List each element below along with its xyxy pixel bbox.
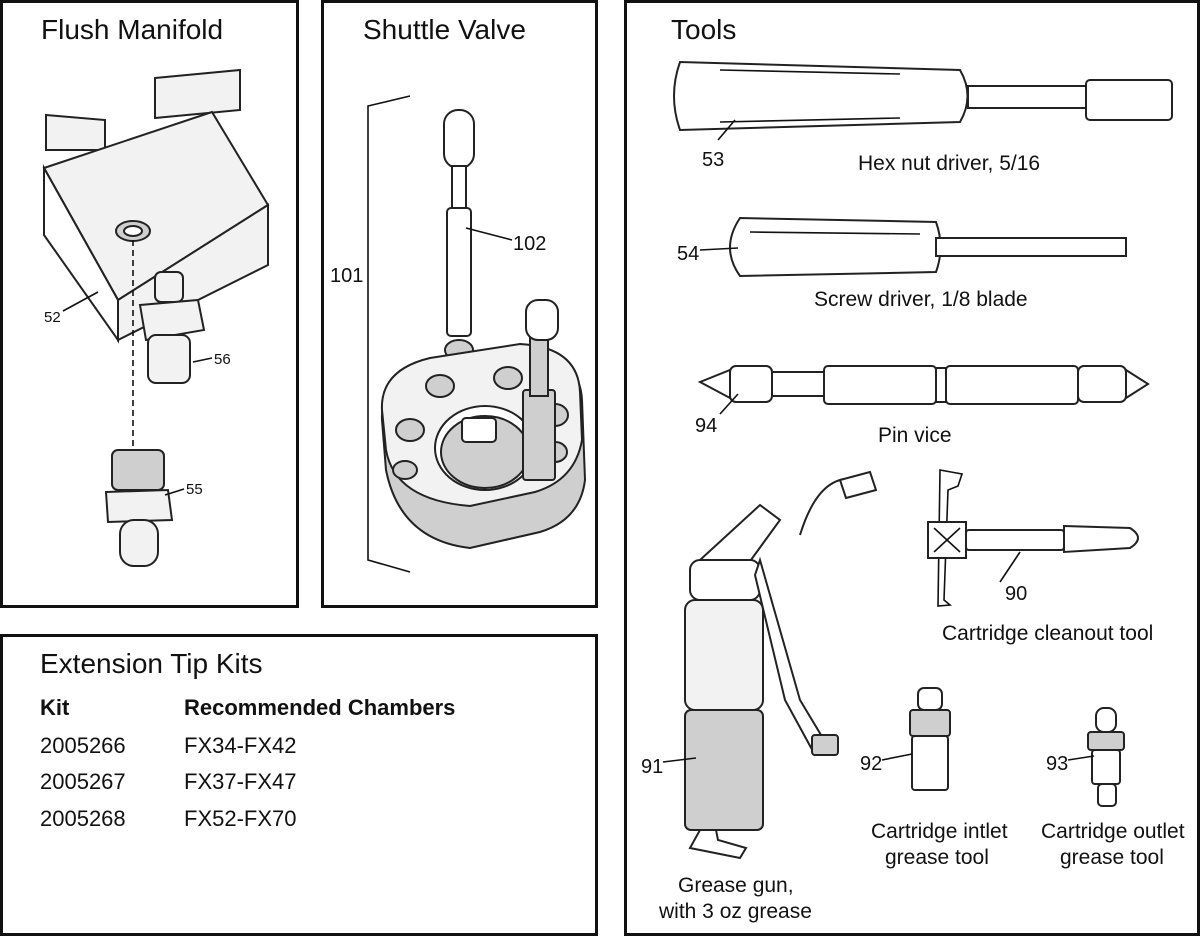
chamber-range: FX34-FX42 (184, 733, 297, 758)
shuttle-valve-drawing: 101 102 (330, 95, 587, 573)
grease-gun (684, 470, 878, 860)
shuttle-pin-102 (443, 109, 475, 361)
label-56: 56 (214, 351, 231, 368)
manifold-block-52 (42, 68, 270, 344)
label-102: 102 (513, 233, 546, 255)
tool-91-number: 91 (641, 756, 663, 778)
tools-title: Tools (671, 14, 737, 45)
label-101: 101 (330, 265, 363, 287)
label-52: 52 (44, 309, 61, 326)
tool-54-caption: Screw driver, 1/8 blade (814, 288, 1028, 311)
screw-driver (729, 216, 1127, 278)
tool-90-number: 90 (1005, 583, 1027, 605)
kit-number: 2005266 (40, 733, 126, 758)
tool-53-number: 53 (702, 149, 724, 171)
kit-number: 2005268 (40, 806, 126, 831)
cartridge-inlet-grease-tool (909, 687, 951, 791)
tool-93-caption-line2: grease tool (1060, 846, 1164, 869)
tool-92-caption-line1: Cartridge intlet (871, 820, 1008, 843)
fitting-56 (138, 271, 206, 384)
cartridge-outlet-grease-tool (1087, 707, 1125, 807)
header-kit: Kit (40, 695, 70, 720)
tool-93-caption-line1: Cartridge outlet (1041, 820, 1185, 843)
extension-tip-kits-title: Extension Tip Kits (40, 648, 263, 679)
tool-94-number: 94 (695, 415, 717, 437)
tool-90-caption: Cartridge cleanout tool (942, 622, 1153, 645)
tool-91-caption-line1: Grease gun, (678, 874, 794, 897)
tool-94-caption: Pin vice (878, 424, 952, 447)
flush-manifold-title: Flush Manifold (41, 14, 224, 45)
header-recommended-chambers: Recommended Chambers (184, 695, 456, 720)
flush-manifold-drawing: 52 56 55 (42, 68, 270, 567)
extension-tip-kits-panel (0, 634, 598, 936)
cartridge-cleanout-tool (927, 469, 1139, 607)
shuttle-valve-body (380, 299, 587, 550)
chamber-range: FX37-FX47 (184, 769, 297, 794)
kit-number: 2005267 (40, 769, 126, 794)
hex-nut-driver (673, 60, 1173, 132)
chamber-range: FX52-FX70 (184, 806, 297, 831)
fitting-55 (104, 449, 174, 567)
pin-vice (697, 365, 1150, 405)
tool-54-number: 54 (677, 243, 699, 265)
tool-91-caption-line2: with 3 oz grease (658, 900, 812, 923)
tool-93-number: 93 (1046, 753, 1068, 775)
tool-53-caption: Hex nut driver, 5/16 (858, 152, 1040, 175)
shuttle-valve-title: Shuttle Valve (363, 14, 526, 45)
tool-92-number: 92 (860, 753, 882, 775)
tool-92-caption-line2: grease tool (885, 846, 989, 869)
label-55: 55 (186, 481, 203, 498)
